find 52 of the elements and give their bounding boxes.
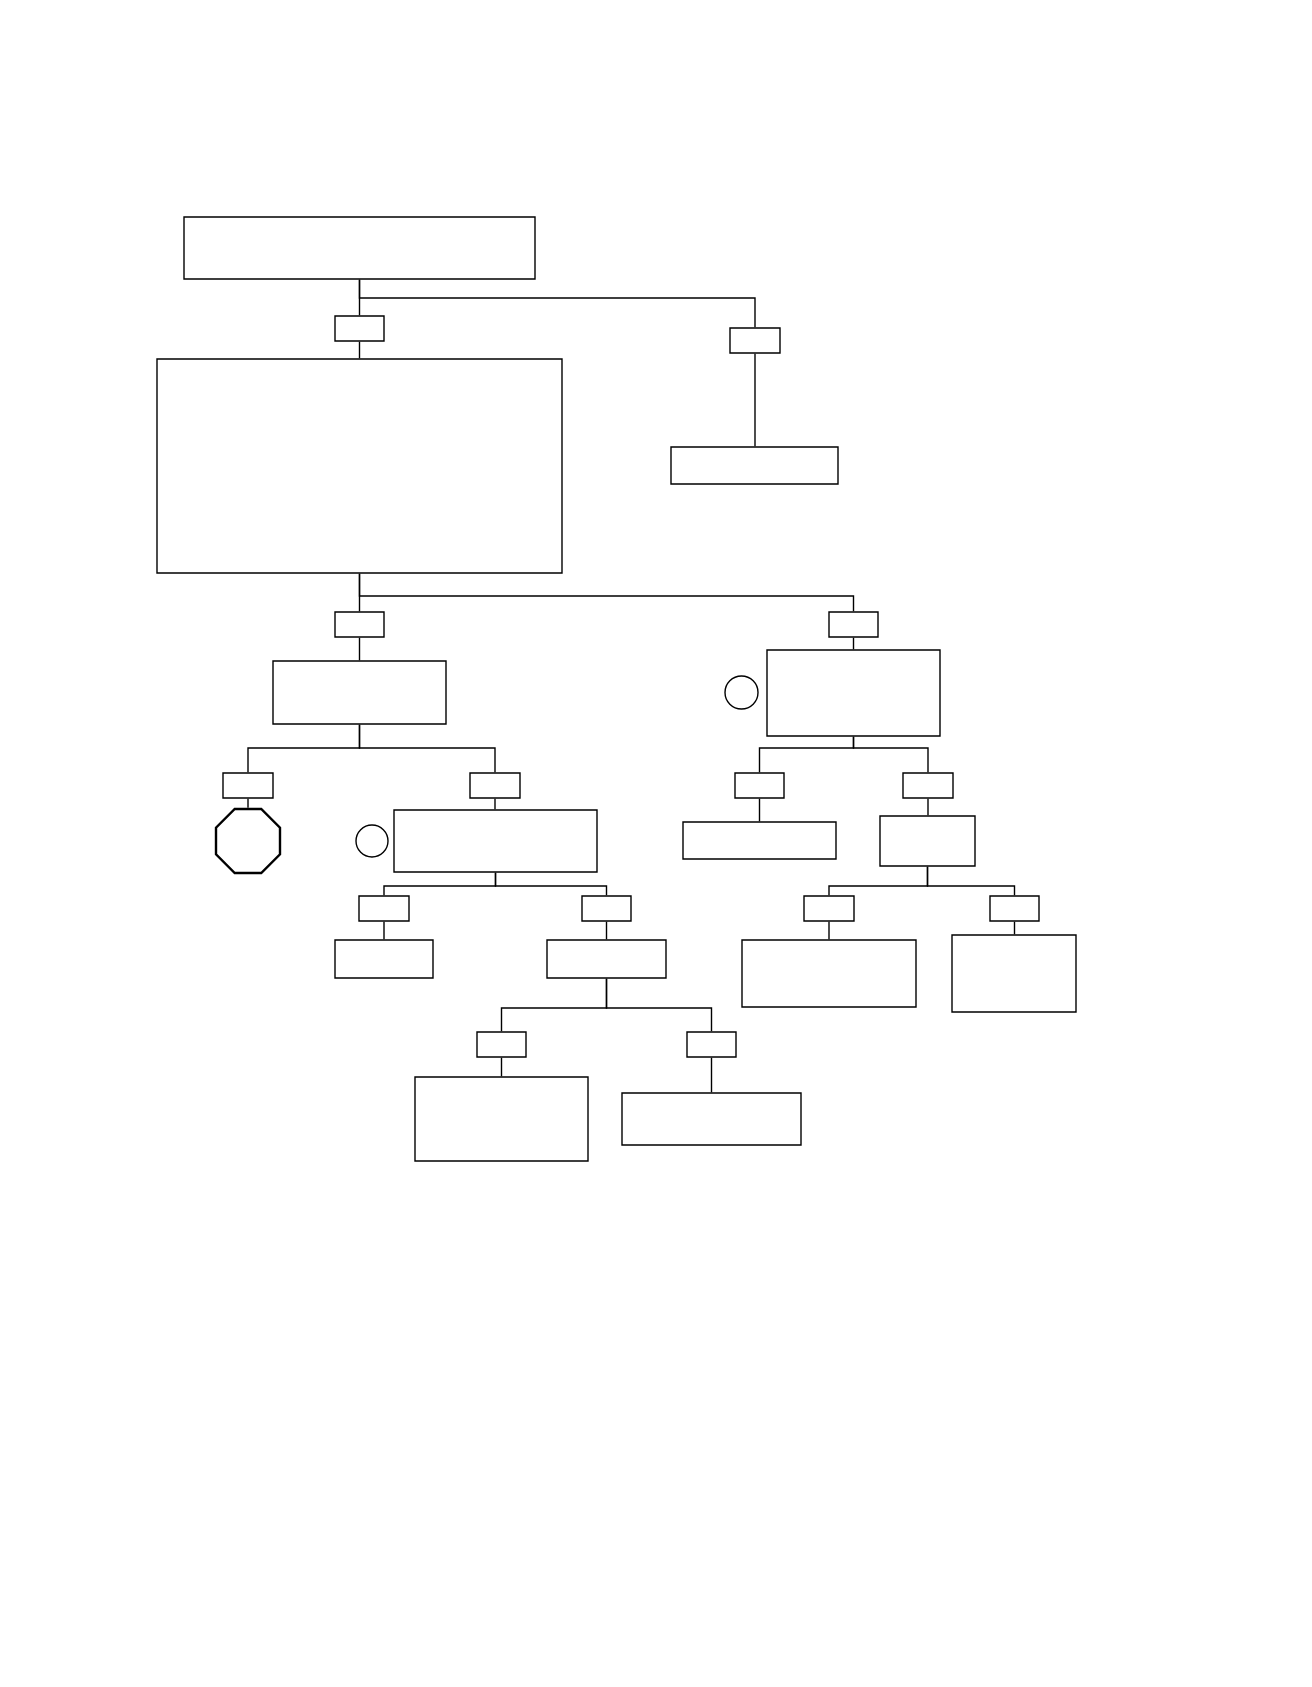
connector-line — [358, 637, 361, 661]
process-box — [414, 1076, 589, 1162]
process-box — [766, 649, 941, 737]
connector-line — [758, 798, 761, 822]
process-box — [741, 939, 917, 1008]
process-box — [334, 939, 434, 979]
label-box — [334, 611, 385, 638]
process-box — [670, 446, 839, 485]
connector-line — [754, 353, 756, 447]
circle — [355, 824, 389, 858]
connector-line — [358, 341, 361, 359]
connector-line — [358, 573, 855, 612]
process-box — [272, 660, 447, 725]
label-box — [803, 895, 855, 922]
label-box — [334, 315, 385, 342]
label-box — [476, 1031, 527, 1058]
connector-line — [852, 736, 929, 773]
connector-line — [926, 866, 1016, 896]
connector-line — [500, 1057, 503, 1077]
octagon — [214, 807, 282, 875]
connector-line — [494, 798, 496, 810]
connector-line — [927, 798, 929, 816]
connector-line — [828, 921, 830, 940]
circle — [724, 675, 759, 710]
process-box — [156, 358, 563, 574]
connector-line — [247, 798, 249, 809]
connector-line — [383, 921, 385, 940]
label-box — [686, 1031, 737, 1058]
label-box — [358, 895, 410, 922]
label-box — [828, 611, 879, 638]
label-box — [729, 327, 781, 354]
label-box — [581, 895, 632, 922]
process-box — [393, 809, 598, 873]
label-box — [989, 895, 1040, 922]
connector-line — [1013, 921, 1016, 935]
label-box — [734, 772, 785, 799]
connector-line — [358, 724, 496, 773]
process-box — [879, 815, 976, 867]
connector-line — [710, 1057, 713, 1093]
connector-line — [852, 637, 855, 650]
process-box — [546, 939, 667, 979]
connector-line — [358, 279, 756, 328]
label-box — [469, 772, 521, 799]
process-box — [621, 1092, 802, 1146]
connector-line — [605, 921, 608, 940]
label-box — [222, 772, 274, 799]
connector-line — [494, 872, 608, 896]
connector-line — [605, 978, 713, 1032]
process-box — [183, 216, 536, 280]
process-box — [682, 821, 837, 860]
process-box — [951, 934, 1077, 1013]
label-box — [902, 772, 954, 799]
